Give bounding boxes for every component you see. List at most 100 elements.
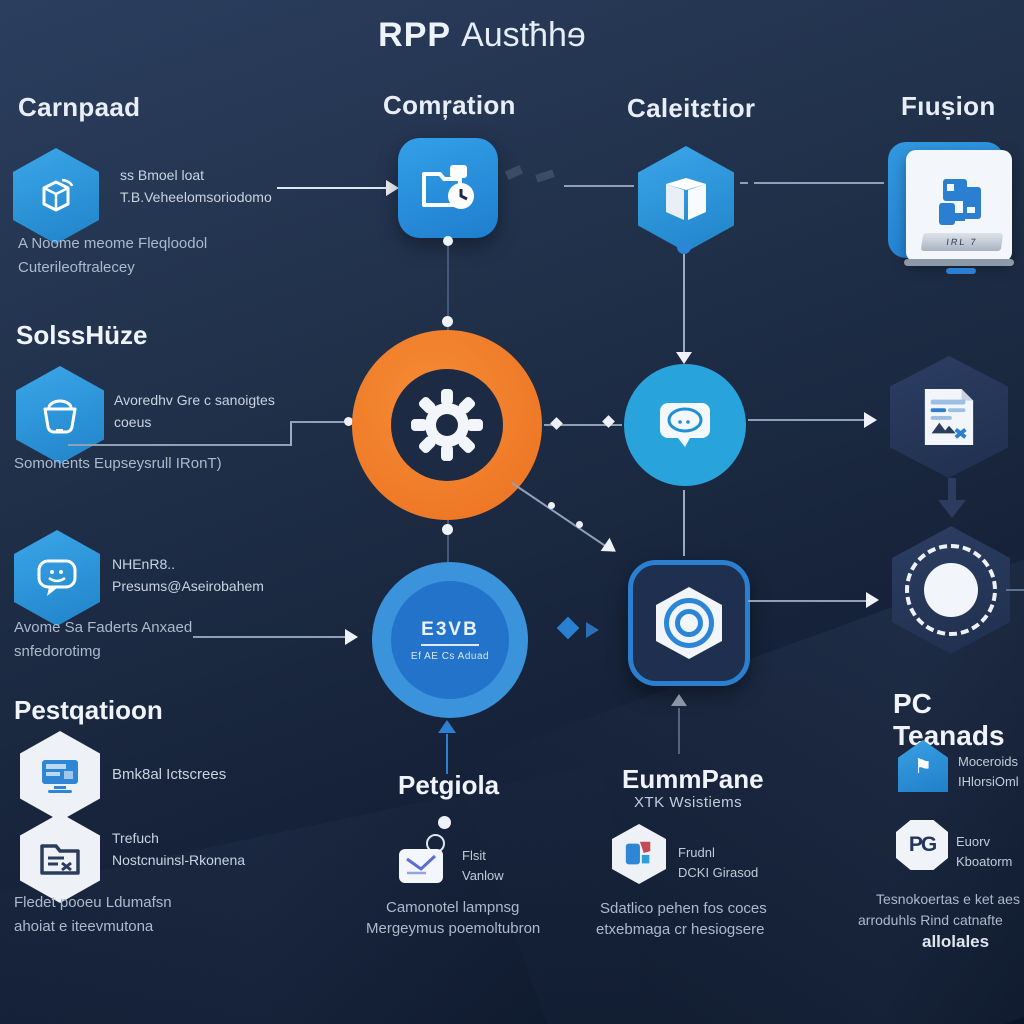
target-icon	[664, 598, 714, 648]
item3-label: NHEnR8.. Presums@Aseirobahem	[112, 554, 264, 597]
hexagon-book	[638, 146, 734, 252]
arrow-right-icon	[866, 592, 879, 608]
mail-label-line2: Vanlow	[462, 867, 504, 883]
computer-stand	[946, 268, 976, 274]
hexagon-folder	[20, 813, 100, 903]
connector-node	[548, 502, 555, 509]
right-note-line1: Tesnokoertas e ket aes	[876, 891, 1020, 907]
flag-label-line1: Moceroids	[958, 754, 1018, 769]
connector-node	[438, 816, 451, 829]
item2-label: Avoredhv Gre c sanoigtes coeus	[114, 390, 275, 433]
connector-line	[447, 240, 449, 330]
hexagon-basket	[16, 366, 104, 464]
column-header-carnpaad: Carnpaad	[18, 92, 141, 122]
eummpane-subtitle: XTK Wsistiems	[634, 794, 743, 811]
note2-line1: Somonents Eupseysrull IRonT)	[14, 455, 222, 472]
arrow-down-icon	[676, 352, 692, 364]
note3-line2: snfedorotimg	[14, 643, 101, 660]
connector-line	[748, 600, 866, 602]
product-icon	[625, 841, 651, 865]
monitor-icon	[42, 760, 78, 793]
title-rest: Austħhɘ	[461, 16, 586, 54]
connector-node	[576, 521, 583, 528]
item4-line1: Bmk8al Ictscrees	[112, 766, 227, 783]
connector-line	[277, 187, 389, 189]
flag-label-line2: IHlorsiOml	[958, 773, 1019, 789]
arrow-glyph	[504, 165, 524, 180]
connector-line	[683, 254, 685, 354]
product-label-line1: Frudnl	[678, 845, 715, 860]
item1-line2: T.B.Veheelomsoriodomo	[120, 188, 272, 205]
target-hexagon	[656, 587, 722, 659]
connector-line	[447, 520, 449, 562]
target-tile	[628, 560, 750, 686]
connector-line	[740, 182, 748, 184]
item3-line2: Presums@Aseirobahem	[112, 577, 264, 594]
note2: Somonents Eupseysrull IRonT)	[14, 452, 222, 476]
pg-label: Euorv Kboatorm	[956, 832, 1012, 871]
document-icon	[924, 389, 974, 445]
arrow-down-icon	[938, 500, 966, 518]
mail-icon	[399, 849, 443, 883]
product-label: Frudnl DCKI Girasod	[678, 843, 758, 882]
data-circle-subtitle: Ef AE Cs Aduad	[410, 650, 490, 662]
book-icon	[666, 178, 706, 220]
column-header-comtation: Comŗation	[383, 90, 516, 120]
pg-badge-text: PG	[908, 833, 937, 856]
eummpane-note1: Sdatlico pehen fos coces	[600, 900, 767, 917]
item1-line1: ss Bmoel loat	[120, 167, 205, 183]
note5-line1: Fledet pooeu Ldumafsn	[14, 894, 172, 911]
petgiola-note1: Camonotel lampnsg	[386, 899, 520, 916]
item2-line2: coeus	[114, 413, 152, 430]
computer-keyboard: IRL 7	[920, 233, 1004, 251]
item3-line1: NHEnR8..	[112, 556, 176, 572]
arrow-glyph	[535, 169, 555, 183]
cube-icon	[42, 178, 74, 212]
mail-tile	[398, 848, 444, 889]
note3-line1: Avome Sa Faderts Anxaed	[14, 619, 193, 636]
note3: Avome Sa Faderts Anxaed snfedorotimg	[14, 616, 192, 664]
pg-label-line1: Euorv	[956, 834, 990, 849]
connector-node	[344, 417, 353, 426]
sync-icon	[905, 544, 997, 636]
hexagon-cube	[13, 148, 99, 244]
item2-line1: Avoredhv Gre c sanoigtes	[114, 392, 275, 408]
chat-icon	[37, 559, 77, 596]
process-hub	[352, 330, 542, 520]
arrow-right-icon	[345, 629, 358, 645]
pg-label-line2: Kboatorm	[956, 853, 1013, 869]
connector-node	[677, 240, 691, 254]
section-solsshuze: SolssHüze	[16, 320, 148, 350]
connector-line	[290, 421, 344, 423]
section-petgiola: Petgiola	[398, 770, 500, 800]
connector-line	[290, 422, 292, 446]
arrow-up-icon	[438, 720, 456, 733]
hexagon-chat	[14, 530, 100, 626]
data-circle-title: E3VB	[421, 619, 479, 646]
mail-label-line1: Flsit	[462, 848, 486, 863]
mail-label: Flsit Vanlow	[462, 846, 504, 885]
item1-label: ss Bmoel loat T.B.Veheelomsoriodomo	[120, 165, 272, 208]
connector-line	[678, 708, 680, 754]
note1: A Noome meome Fleqloodol Cuterileoftrale…	[18, 232, 207, 280]
connector-node	[550, 417, 563, 430]
item5-line1: Trefuch	[112, 830, 159, 846]
basket-icon	[43, 399, 77, 434]
section-eummpane: EummPane	[622, 764, 764, 794]
petgiola-note2: Mergeymus poemoltubron	[366, 920, 541, 937]
right-note-line2: arroduhls Rind catnafte	[858, 912, 1003, 928]
data-circle: E3VB Ef AE Cs Aduad	[372, 562, 528, 718]
computer-base	[904, 259, 1014, 266]
connector-line	[748, 419, 866, 421]
robot-glyph-icon	[939, 179, 981, 225]
folder-icon	[40, 844, 80, 875]
connector-node	[442, 316, 453, 327]
sync-core	[924, 563, 978, 617]
hexagon-monitor	[20, 731, 100, 821]
chat-bubble-icon	[660, 403, 710, 447]
flag-label: Moceroids IHlorsiOml	[958, 752, 1019, 791]
connector-line	[564, 185, 634, 187]
gear-icon	[411, 389, 483, 461]
connector-line	[446, 734, 448, 774]
